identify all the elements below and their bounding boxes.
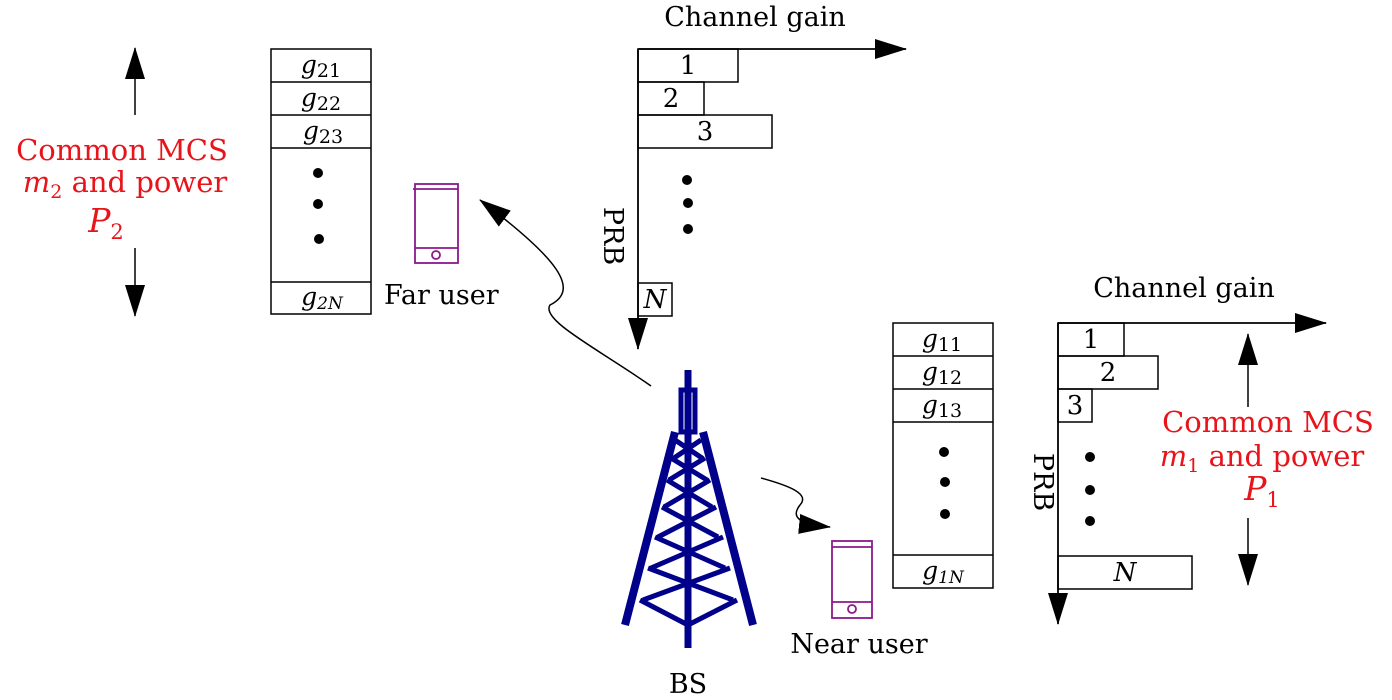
- far-gain-item: g22: [301, 83, 341, 115]
- near-chart-x-label: Channel gain: [1093, 273, 1275, 304]
- ellipsis-dot: [314, 234, 324, 244]
- far-gain-item-last: g2N: [301, 282, 344, 314]
- ellipsis-dot: [1085, 452, 1095, 462]
- far-link-arrow: [479, 199, 652, 387]
- near-prb-bar: [1057, 555, 1193, 590]
- ellipsis-dot: [682, 175, 692, 185]
- far-prb-bar-label: 3: [697, 117, 714, 147]
- near-gain-item-last: g1N: [922, 556, 965, 588]
- near-mcs-line1: Common MCS: [1162, 405, 1374, 439]
- far-gain-list: g21 g22 g23 g2N: [270, 48, 372, 315]
- near-mcs-line3: P1: [1243, 469, 1280, 512]
- near-gain-item: g13: [922, 390, 962, 422]
- ellipsis-dot: [313, 199, 323, 209]
- far-prb-bar-label: N: [643, 285, 668, 315]
- far-user-phone-icon: [413, 183, 459, 264]
- near-prb-bar-label: 2: [1100, 358, 1117, 388]
- near-mcs-line2: m1 and power: [1160, 439, 1365, 477]
- far-prb-bar-label: 1: [680, 51, 697, 81]
- ellipsis-dot: [683, 198, 693, 208]
- near-gain-item: g11: [922, 324, 962, 356]
- near-gain-list: g11 g12 g13 g1N: [892, 322, 994, 589]
- far-user-label: Far user: [384, 280, 499, 311]
- far-gain-item: g23: [303, 116, 343, 148]
- ellipsis-dot: [1085, 516, 1095, 526]
- ellipsis-dot: [1085, 485, 1095, 495]
- near-user-phone-icon: [831, 540, 873, 619]
- near-mcs-annotation: Common MCS m1 and power P1: [1160, 333, 1374, 586]
- near-prb-bar: [1057, 388, 1093, 423]
- near-prb-bar: [1057, 355, 1159, 390]
- near-prb-bar-label: 1: [1083, 325, 1100, 355]
- far-gain-item: g21: [301, 50, 341, 82]
- far-mcs-line2: m2 and power: [23, 165, 228, 203]
- near-user-label: Near user: [790, 629, 927, 660]
- far-prb-bar-label: 2: [663, 84, 680, 114]
- ellipsis-dot: [939, 447, 949, 457]
- far-mcs-annotation: Common MCS m2 and power P2: [16, 47, 228, 317]
- near-chart-y-label: PRB: [1027, 453, 1058, 511]
- ellipsis-dot: [940, 477, 950, 487]
- near-link-arrow: [760, 477, 831, 534]
- far-chart-y-label: PRB: [597, 207, 628, 265]
- far-prb-bar: [637, 114, 773, 149]
- ellipsis-dot: [313, 168, 323, 178]
- far-chart-x-label: Channel gain: [664, 2, 846, 33]
- near-prb-bar-label: N: [1113, 558, 1138, 588]
- near-prb-bar-label: 3: [1067, 391, 1084, 421]
- bs-label: BS: [669, 669, 707, 700]
- far-mcs-line1: Common MCS: [16, 133, 228, 167]
- ellipsis-dot: [683, 224, 693, 234]
- bs-tower-icon: [621, 370, 757, 648]
- far-mcs-line3: P2: [87, 201, 124, 244]
- far-prb-bar: [637, 282, 673, 317]
- ellipsis-dot: [940, 509, 950, 519]
- near-gain-item: g12: [922, 357, 962, 389]
